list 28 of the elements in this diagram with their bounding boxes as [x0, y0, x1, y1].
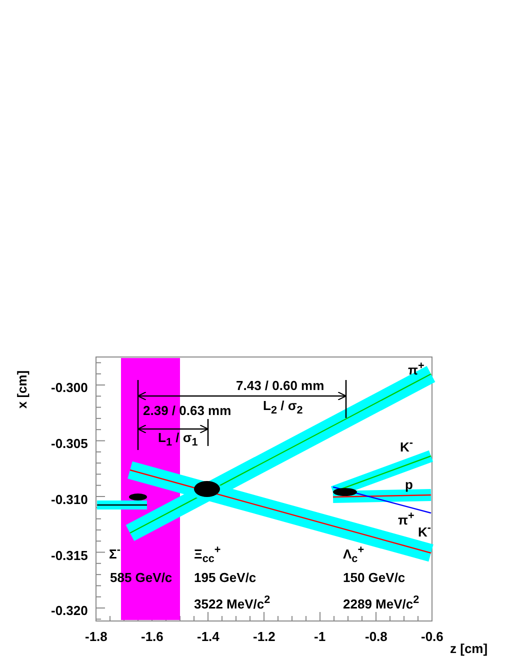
- mass-label: 3522 MeV/c$^{2}$: [194, 593, 270, 612]
- particle-label: Σ$^{-}$: [109, 543, 120, 562]
- axis-title: x [cm]: [14, 370, 30, 409]
- tick-label: -0.310: [51, 492, 88, 507]
- tick-label: -0.305: [51, 436, 88, 451]
- momentum-label: 585 GeV/c: [110, 570, 172, 585]
- tick-label: -1.8: [85, 629, 108, 644]
- particle-label: π$^{+}$: [398, 509, 414, 528]
- tick-label: -0.315: [51, 548, 88, 563]
- tick-label: -1: [314, 629, 326, 644]
- particle-label: K$^{-}$: [418, 521, 431, 540]
- momentum-label: 195 GeV/c: [194, 570, 256, 585]
- axis-title: z [cm]: [450, 641, 488, 656]
- mass-label: 2289 MeV/c$^{2}$: [343, 593, 420, 612]
- tick-label: -1.6: [141, 629, 164, 644]
- tick-label: -0.6: [421, 629, 444, 644]
- particle-label: π$^{+}$: [408, 359, 424, 378]
- tick-label: -1.4: [197, 629, 220, 644]
- dimension-label: 7.43 / 0.60 mm: [236, 378, 324, 393]
- tick-label: -0.320: [51, 603, 88, 618]
- dimension-symbol: L$_{2}$ / σ$_{2}$: [263, 398, 303, 419]
- dimension-symbol: L$_{1}$ / σ$_{1}$: [158, 430, 198, 451]
- particle-label: K$^{-}$: [400, 436, 413, 454]
- tick-label: -1.2: [253, 629, 276, 644]
- momentum-label: 150 GeV/c: [343, 570, 406, 585]
- tick-label: -0.300: [51, 380, 88, 395]
- tick-label: -0.8: [365, 629, 388, 644]
- particle-label: p: [405, 477, 413, 492]
